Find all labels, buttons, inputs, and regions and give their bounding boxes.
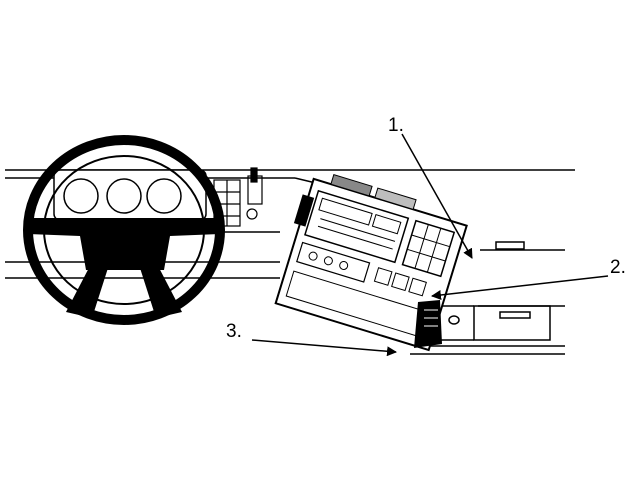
instrument-cluster (53, 169, 207, 221)
callout-arrow-3 (251, 339, 397, 357)
callout-label-2: 2. (610, 257, 626, 278)
steering-wheel (23, 135, 225, 325)
callout-arrows (251, 133, 609, 357)
callout-label-1: 1. (388, 115, 404, 136)
callout-arrow-1 (401, 133, 473, 259)
callout-label-3: 3. (226, 321, 242, 342)
mount-bracket (414, 300, 442, 348)
callout-arrow-2 (431, 275, 609, 300)
